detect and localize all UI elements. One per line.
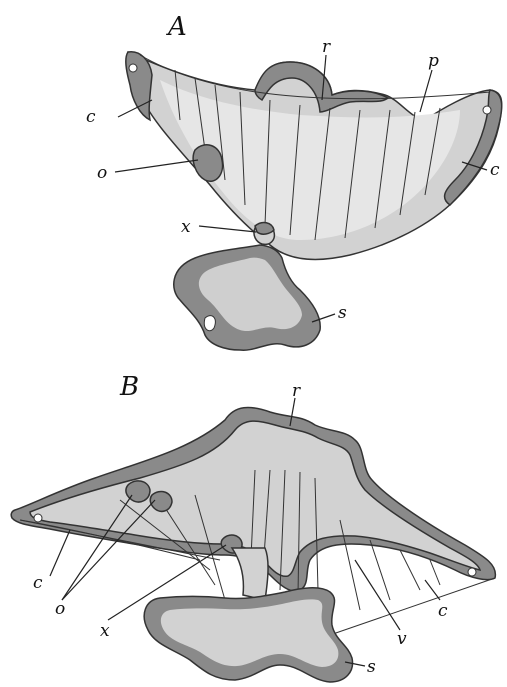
panel-b-leader-v	[355, 560, 400, 630]
panel-b-leader-c-left	[50, 530, 70, 576]
panel-a-pore-right	[483, 106, 491, 114]
panel-a-label-s: s	[338, 303, 347, 323]
panel-a-pore-left	[129, 64, 137, 72]
panel-a-label-c-left: c	[86, 107, 96, 127]
panel-a-rim-left	[126, 52, 152, 120]
panel-b-stalk	[232, 548, 268, 600]
panel-a-label-c-right: c	[490, 160, 500, 180]
panel-b-label-c-right: c	[438, 601, 448, 621]
panel-b-pore-left	[34, 514, 42, 522]
panel-b-leader-c-right	[425, 580, 440, 600]
panel-a-label: A	[166, 12, 187, 42]
panel-b-label-r: r	[292, 381, 301, 401]
panel-a-leader-o	[115, 160, 198, 172]
panel-a-o-structure	[193, 145, 222, 182]
panel-a-label-x: x	[181, 217, 191, 237]
panel-a-s-pore	[204, 316, 215, 331]
panel-b-label-s: s	[367, 657, 376, 677]
panel-b-label-o: o	[55, 599, 65, 619]
panel-b-label-x: x	[100, 621, 110, 641]
panel-a-x-joint	[255, 223, 274, 235]
panel-b-label-v: v	[397, 629, 407, 649]
panel-a-label-p: p	[428, 51, 439, 71]
panel-b: B r c o x c v s	[11, 372, 495, 682]
panel-a-label-o: o	[97, 163, 107, 183]
panel-b-pore-right	[468, 568, 476, 576]
panel-b-label-c-left: c	[33, 573, 43, 593]
panel-a-leader-p	[420, 70, 432, 112]
panel-a-label-r: r	[322, 37, 331, 57]
panel-b-label: B	[119, 372, 139, 402]
panel-a: A c r p c o x s	[86, 12, 502, 350]
